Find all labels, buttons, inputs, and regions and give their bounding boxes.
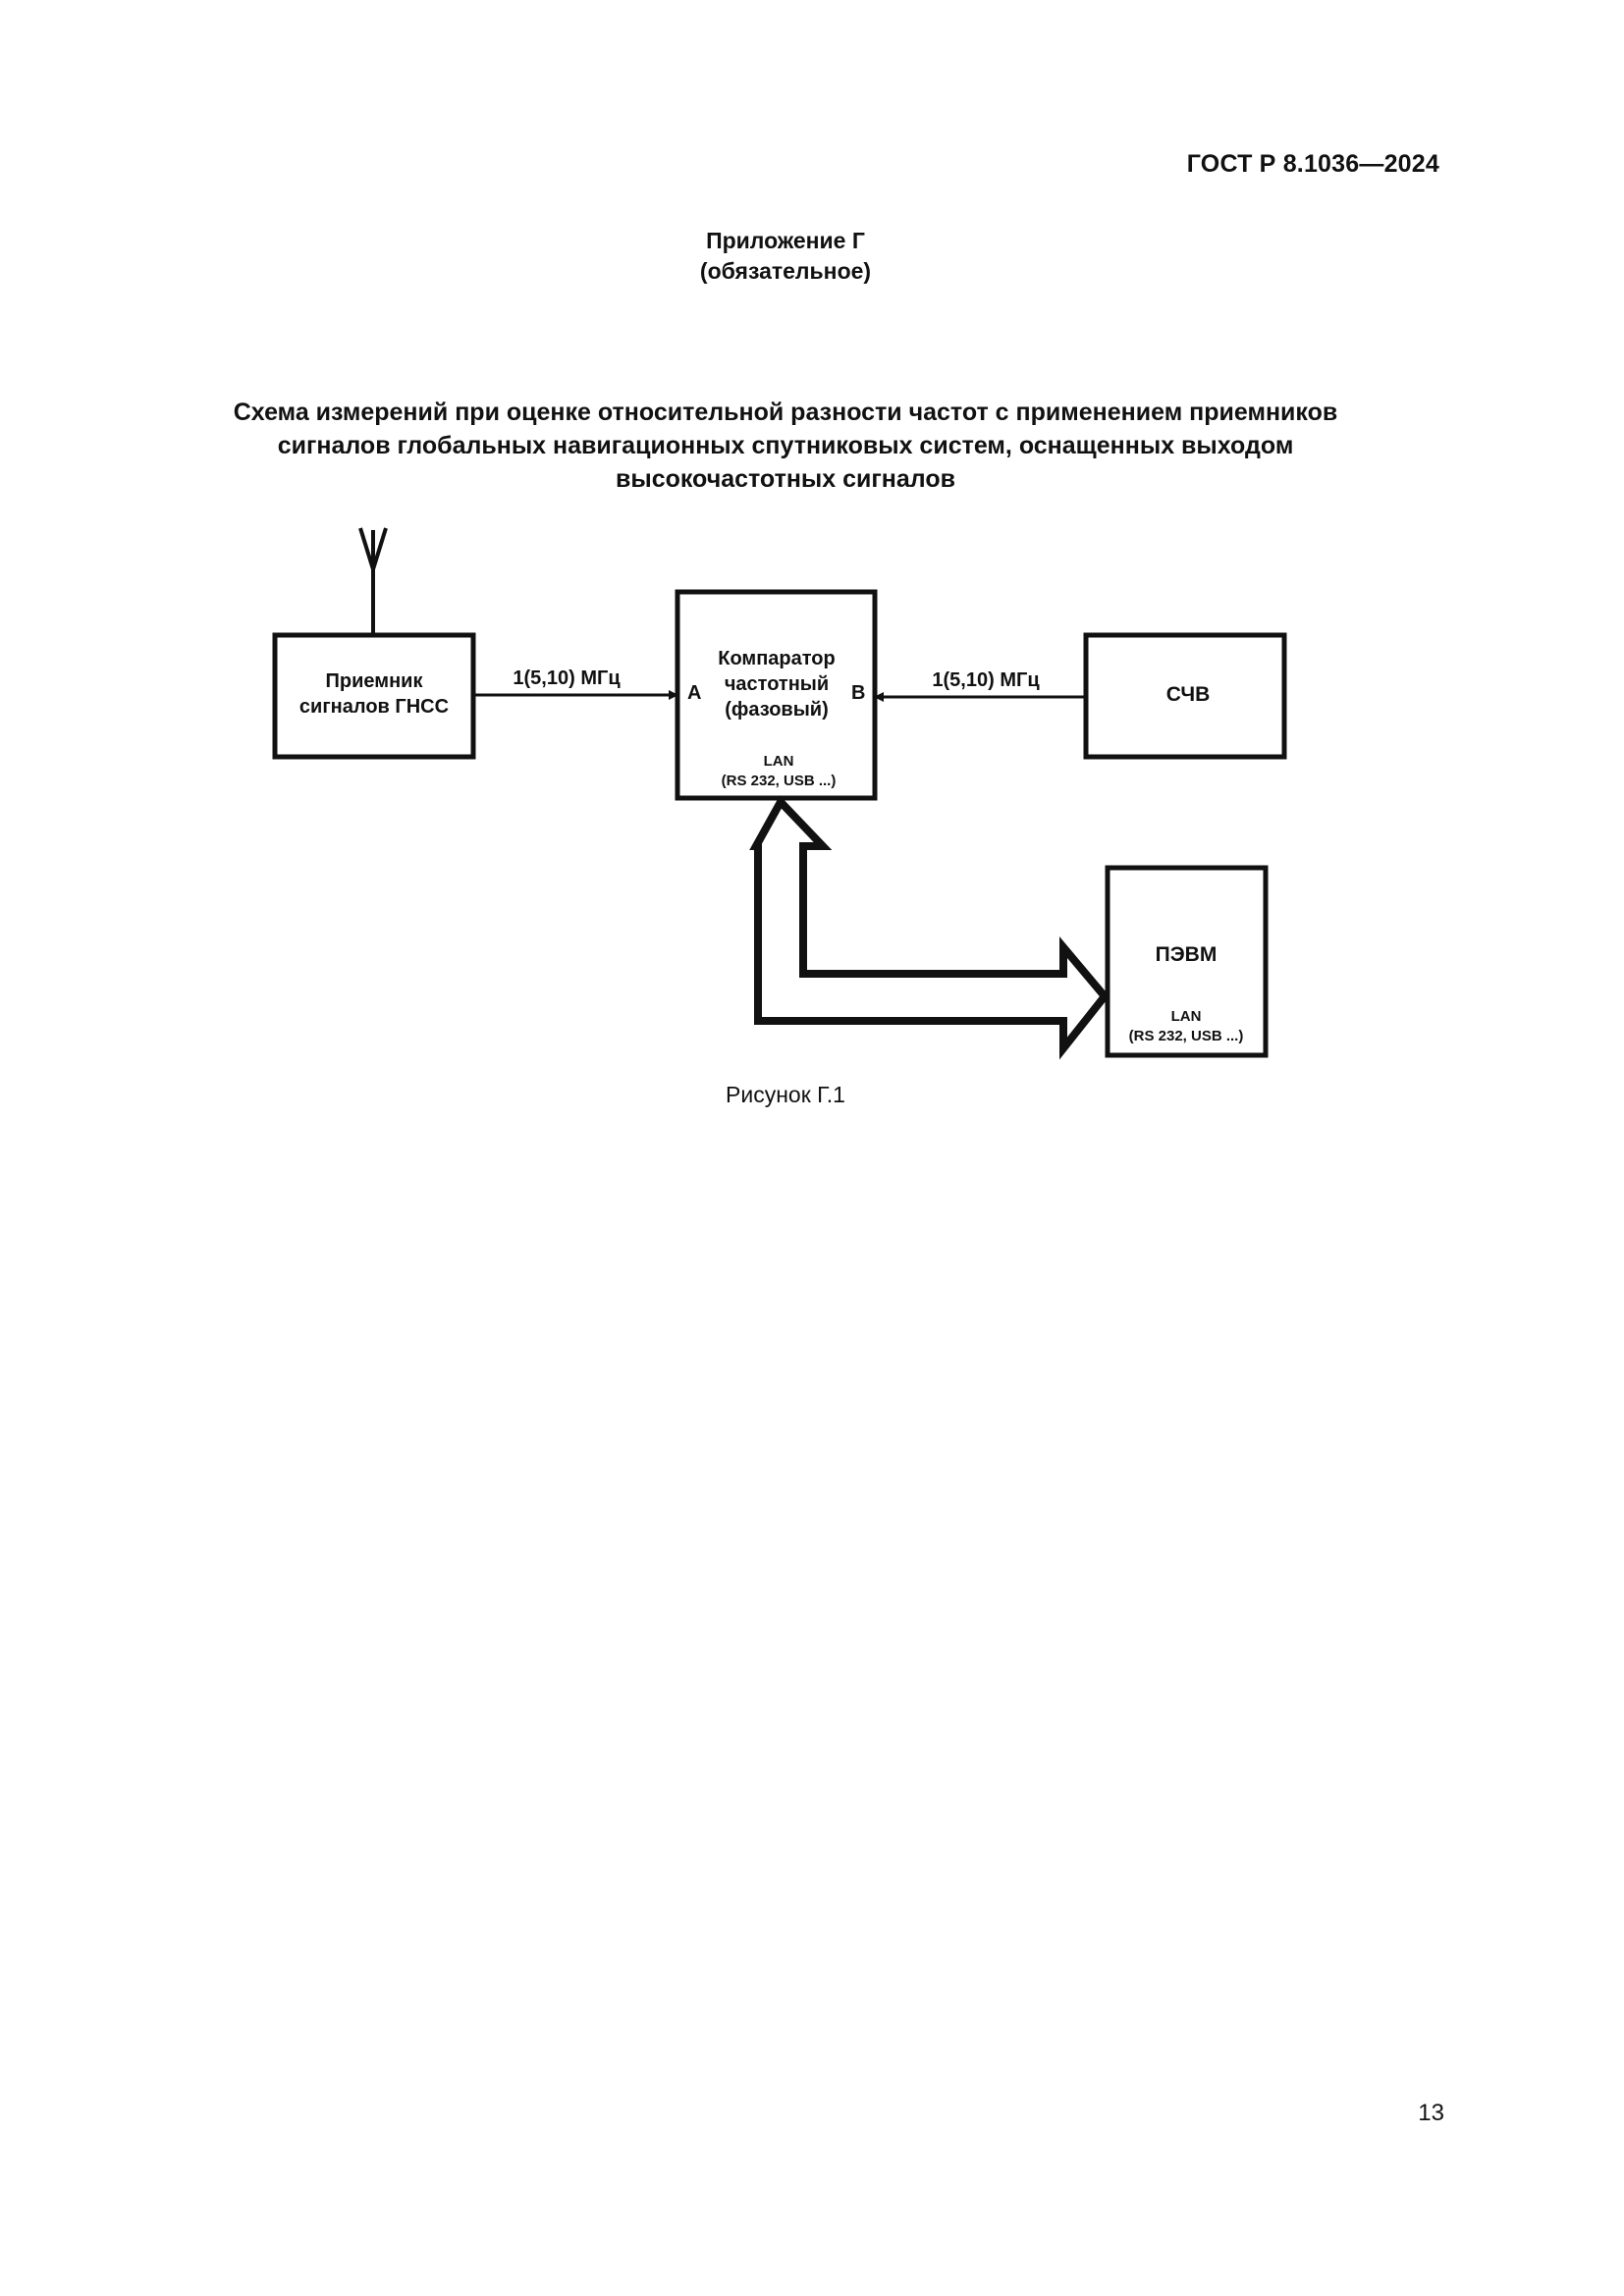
- frequency-comparator-box: [675, 589, 878, 801]
- gnss-receiver-label-2: сигналов ГНСС: [299, 696, 449, 718]
- gnss-receiver-label-1: Приемник: [326, 670, 424, 692]
- antenna-icon: [358, 527, 388, 635]
- comparator-input-b: B: [851, 682, 865, 704]
- measurement-scheme-diagram: Приемник сигналов ГНСС 1(5,10) МГц Компа…: [272, 527, 1287, 1060]
- signal-left-label: 1(5,10) МГц: [513, 667, 621, 689]
- figure-caption: Рисунок Г.1: [726, 1082, 845, 1107]
- comparator-label-3: (фазовый): [725, 699, 829, 721]
- appendix-status: (обязательное): [699, 258, 872, 284]
- comparator-input-a: A: [687, 682, 701, 704]
- frequency-standard-label: СЧВ: [1166, 683, 1211, 706]
- frequency-standard-box: [1083, 632, 1287, 760]
- gnss-receiver-box: [272, 632, 476, 760]
- comparator-lan-label: LAN: [764, 753, 794, 770]
- comparator-ports-label: (RS 232, USB ...): [722, 773, 837, 789]
- figure-title-line-1: Схема измерений при оценке относительной…: [233, 399, 1338, 426]
- appendix-title: Приложение Г: [706, 228, 865, 253]
- appendix-heading: Приложение Г (обязательное): [0, 226, 1571, 287]
- signal-right-label: 1(5,10) МГц: [932, 669, 1040, 691]
- document-id: ГОСТ Р 8.1036—2024: [1186, 150, 1439, 178]
- pc-ports-label: (RS 232, USB ...): [1129, 1028, 1244, 1044]
- pc-label: ПЭВМ: [1156, 943, 1218, 966]
- comparator-label-1: Компаратор: [718, 648, 835, 669]
- figure-title: Схема измерений при оценке относительной…: [108, 396, 1463, 496]
- pc-lan-label: LAN: [1171, 1008, 1202, 1025]
- figure-title-line-3: высокочастотных сигналов: [615, 465, 956, 493]
- page-number: 13: [1418, 2100, 1444, 2126]
- data-link-arrow: [749, 795, 1110, 1060]
- comparator-label-2: частотный: [725, 673, 829, 695]
- pc-box: [1105, 865, 1269, 1058]
- figure-title-line-2: сигналов глобальных навигационных спутни…: [277, 432, 1294, 459]
